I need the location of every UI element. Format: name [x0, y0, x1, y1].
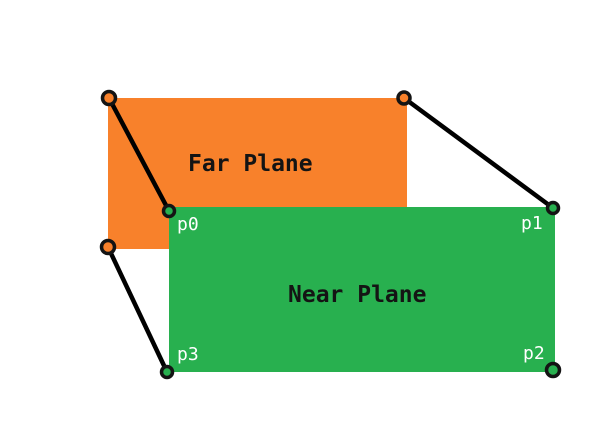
frustum-edge-top-right	[401, 95, 556, 211]
corner-label-p1: p1	[521, 213, 543, 234]
corner-label-p3: p3	[177, 344, 199, 365]
near-corner-p0-dot	[161, 203, 177, 219]
frustum-edge-bottom-left	[105, 244, 170, 375]
far-corner-bottom-left-dot	[99, 238, 117, 256]
near-corner-p1-dot	[545, 200, 561, 216]
near-corner-p2-dot	[544, 361, 562, 379]
frustum-edge-top-left	[106, 95, 172, 214]
corner-label-p0: p0	[177, 214, 199, 235]
far-corner-top-right-dot	[396, 90, 412, 106]
far-corner-top-left-dot	[100, 89, 118, 107]
near-plane-label: Near Plane	[288, 282, 426, 308]
corner-label-p2: p2	[523, 343, 545, 364]
near-plane-rect	[169, 207, 555, 372]
far-plane-label: Far Plane	[188, 151, 313, 177]
near-corner-p3-dot	[159, 364, 175, 380]
